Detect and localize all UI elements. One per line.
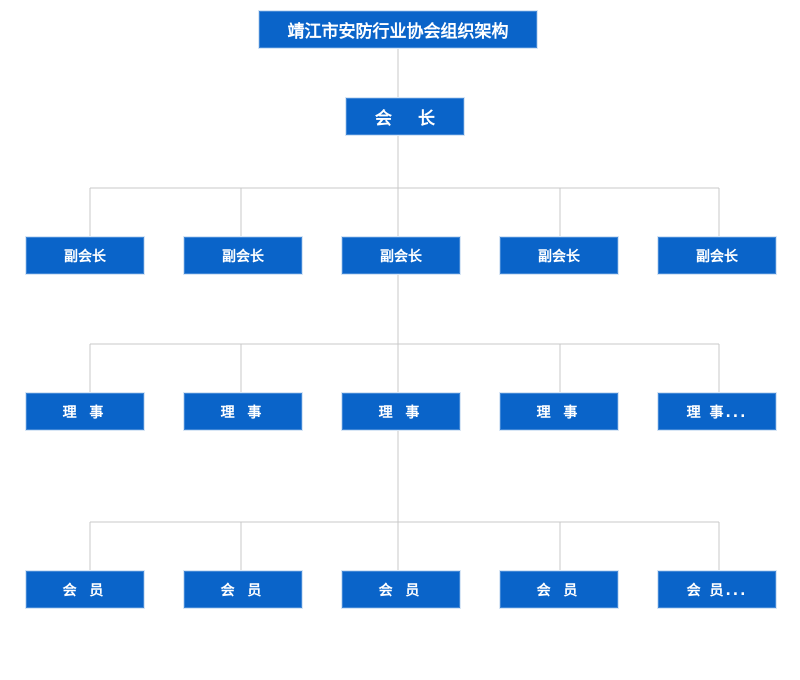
node-member-3: 会 员 xyxy=(342,571,460,608)
node-member-5: 会 员... xyxy=(658,571,776,608)
node-vice-president-5: 副会长 xyxy=(658,237,776,274)
org-chart-title: 靖江市安防行业协会组织架构 xyxy=(259,11,537,48)
node-director-4: 理 事 xyxy=(500,393,618,430)
node-member-1: 会 员 xyxy=(26,571,144,608)
node-director-3: 理 事 xyxy=(342,393,460,430)
node-member-2: 会 员 xyxy=(184,571,302,608)
node-member-4: 会 员 xyxy=(500,571,618,608)
node-president: 会 长 xyxy=(346,98,464,135)
node-vice-president-2: 副会长 xyxy=(184,237,302,274)
node-director-5: 理 事... xyxy=(658,393,776,430)
node-vice-president-3: 副会长 xyxy=(342,237,460,274)
node-director-1: 理 事 xyxy=(26,393,144,430)
node-vice-president-4: 副会长 xyxy=(500,237,618,274)
node-vice-president-1: 副会长 xyxy=(26,237,144,274)
node-director-2: 理 事 xyxy=(184,393,302,430)
